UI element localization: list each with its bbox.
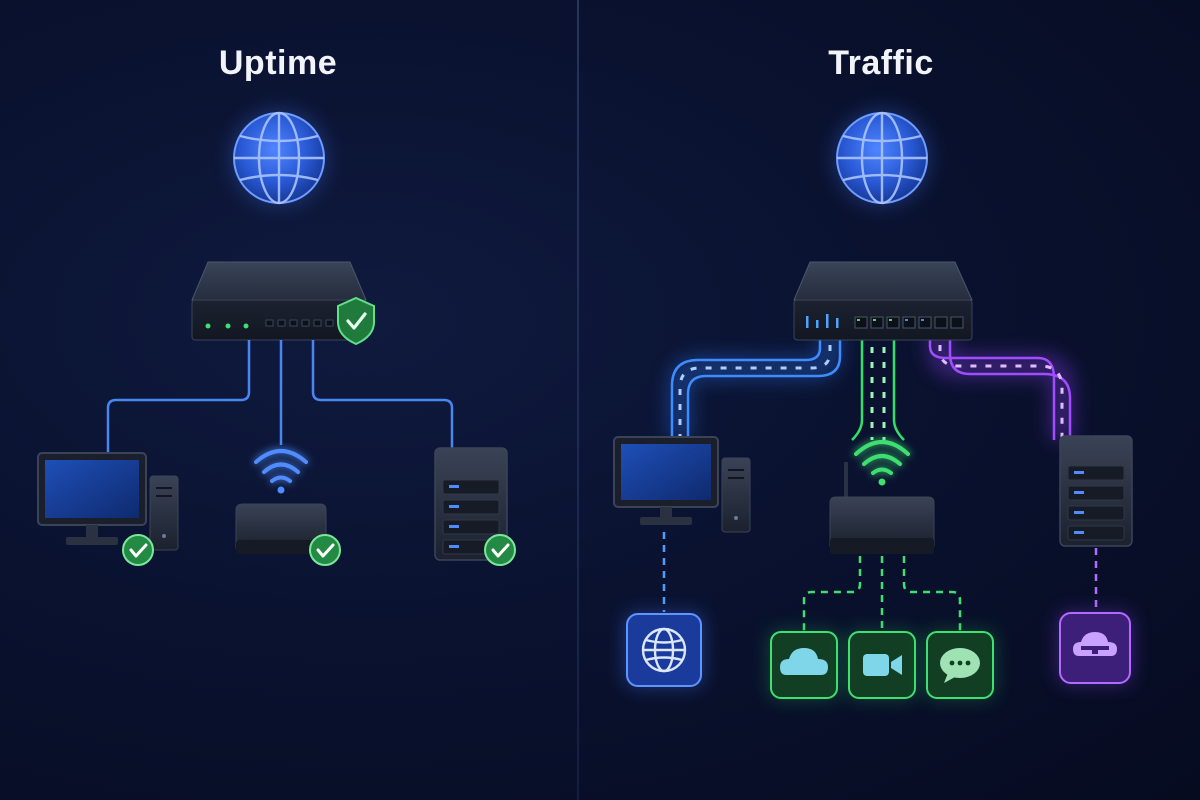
check-circle-icon	[122, 534, 154, 566]
traffic-title: Traffic	[828, 44, 934, 82]
uptime-title: Uptime	[218, 44, 338, 82]
traffic-stream-blue	[667, 330, 843, 440]
check-circle-icon	[484, 534, 516, 566]
cloud-storage-icon	[1057, 611, 1133, 685]
wifi-access-point-icon	[829, 440, 935, 554]
panel-divider	[577, 0, 579, 800]
traffic-stream-purple	[927, 330, 1075, 440]
desktop-computer-icon	[613, 436, 751, 533]
cloud-icon	[768, 630, 840, 700]
router-icon	[793, 261, 973, 341]
traffic-panel	[613, 108, 1133, 700]
check-circle-icon	[309, 534, 341, 566]
shield-check-icon	[337, 296, 375, 346]
globe-app-icon	[624, 612, 704, 688]
desktop-computer-icon	[37, 452, 179, 551]
router-icon	[191, 261, 367, 341]
app-links	[662, 532, 1098, 632]
wifi-access-point-icon	[235, 449, 327, 554]
video-camera-icon	[846, 630, 918, 700]
uptime-panel	[37, 108, 516, 566]
server-rack-icon	[1059, 435, 1133, 547]
downlink-lines	[106, 340, 454, 455]
chat-bubble-icon	[924, 630, 996, 700]
server-rack-icon	[434, 447, 508, 561]
globe-icon	[229, 108, 329, 208]
globe-icon	[832, 108, 932, 208]
traffic-stream-green	[851, 332, 905, 441]
